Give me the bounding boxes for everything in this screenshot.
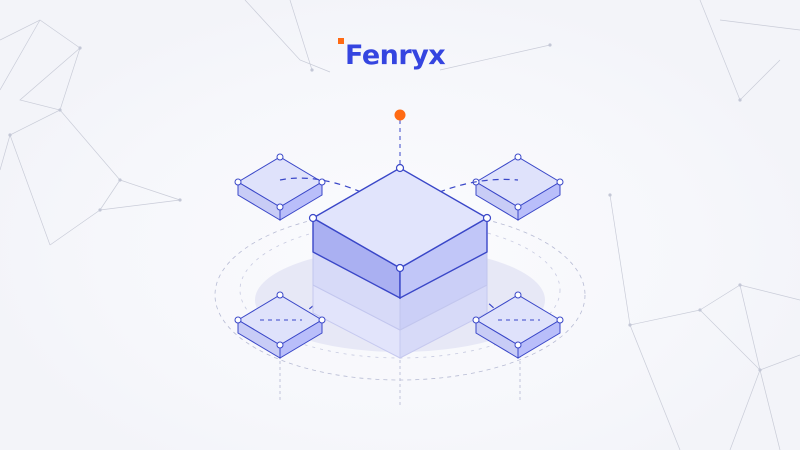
background-network-nodes (8, 43, 762, 372)
brand-logo: Fenryx (338, 38, 446, 74)
logo-mark-icon (338, 38, 344, 44)
node-top-right (472, 153, 564, 221)
node-top-left (234, 153, 326, 221)
node-bottom-right (472, 291, 564, 359)
accent-dot (394, 109, 406, 121)
server-stack (308, 163, 492, 359)
node-bottom-left (234, 291, 326, 359)
node-drop-lines (279, 355, 521, 405)
brand-name: Fenryx (345, 40, 446, 71)
